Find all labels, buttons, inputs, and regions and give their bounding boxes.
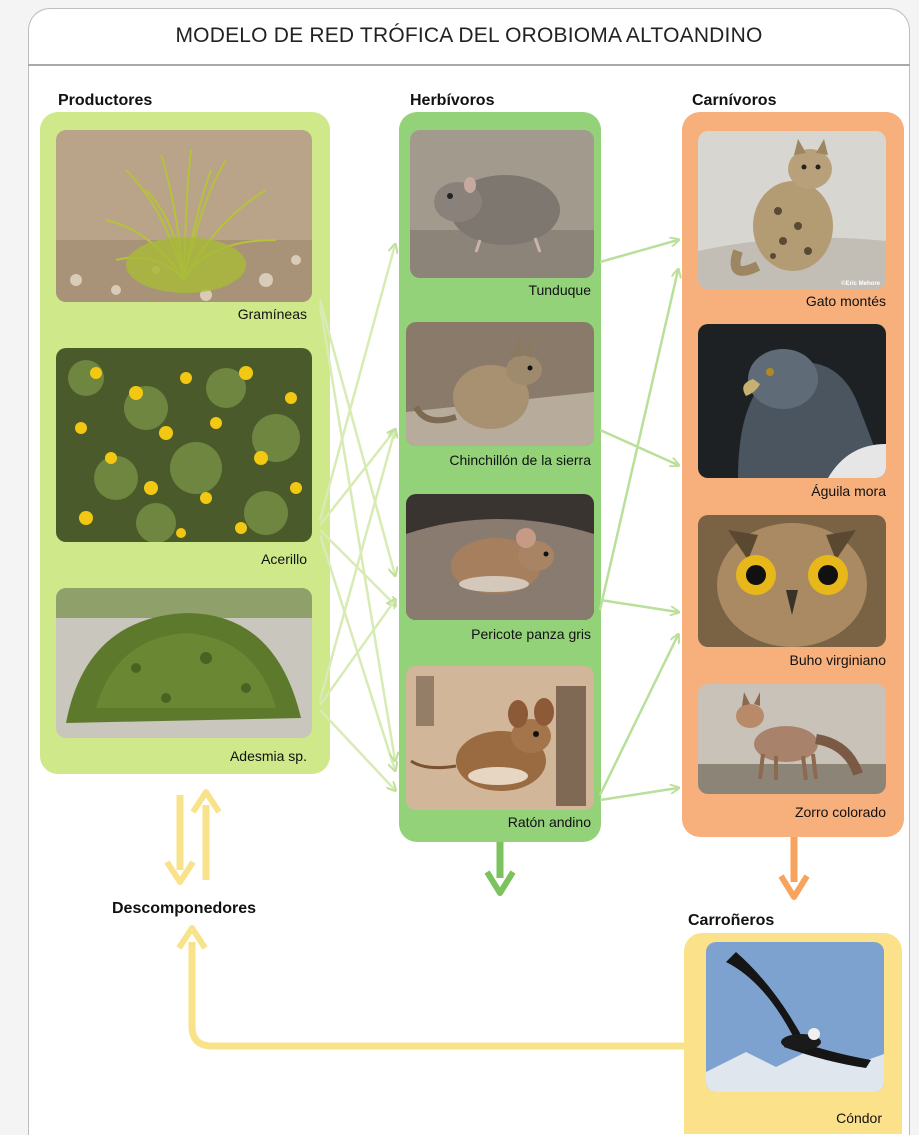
wild-cat-photo: ©Eric Mehore xyxy=(698,131,886,289)
photo-credit: ©Eric Mehore xyxy=(841,281,880,287)
adesmia-caption: Adesmia sp. xyxy=(229,748,307,764)
carroneros-label: Carroñeros xyxy=(688,912,775,929)
descomponedores-label: Descomponedores xyxy=(112,900,257,917)
andean-mouse-photo xyxy=(406,666,594,810)
mouse-photo xyxy=(406,494,594,620)
aguila-mora-caption: Águila mora xyxy=(811,483,886,499)
cushion-plant-photo xyxy=(56,588,312,738)
condor-photo xyxy=(706,942,884,1092)
tunduque-caption: Tunduque xyxy=(528,282,591,298)
gramineas-caption: Gramíneas xyxy=(237,306,307,322)
acerillo-caption: Acerillo xyxy=(261,551,307,567)
raton-andino-caption: Ratón andino xyxy=(507,814,591,830)
condor-caption: Cóndor xyxy=(836,1110,882,1126)
zorro-caption: Zorro colorado xyxy=(794,804,886,820)
buho-caption: Buho virginiano xyxy=(789,652,886,668)
carnivoros-label: Carnívoros xyxy=(692,92,777,109)
title-divider xyxy=(28,64,910,66)
yellow-flower-shrub-photo xyxy=(56,348,312,542)
productores-label: Productores xyxy=(58,92,153,109)
grass-tuft-photo xyxy=(56,130,312,302)
eagle-photo xyxy=(698,324,886,478)
viscacha-photo xyxy=(406,322,594,446)
rodent-photo xyxy=(410,130,594,278)
herbivoros-label: Herbívoros xyxy=(410,92,495,109)
gato-montes-caption: Gato montés xyxy=(805,293,886,309)
diagram-title: MODELO DE RED TRÓFICA DEL OROBIOMA ALTOA… xyxy=(175,24,763,47)
owl-photo xyxy=(698,515,886,647)
fox-photo xyxy=(698,684,886,794)
chinchillon-caption: Chinchillón de la sierra xyxy=(449,452,591,468)
pericote-caption: Pericote panza gris xyxy=(471,626,591,642)
